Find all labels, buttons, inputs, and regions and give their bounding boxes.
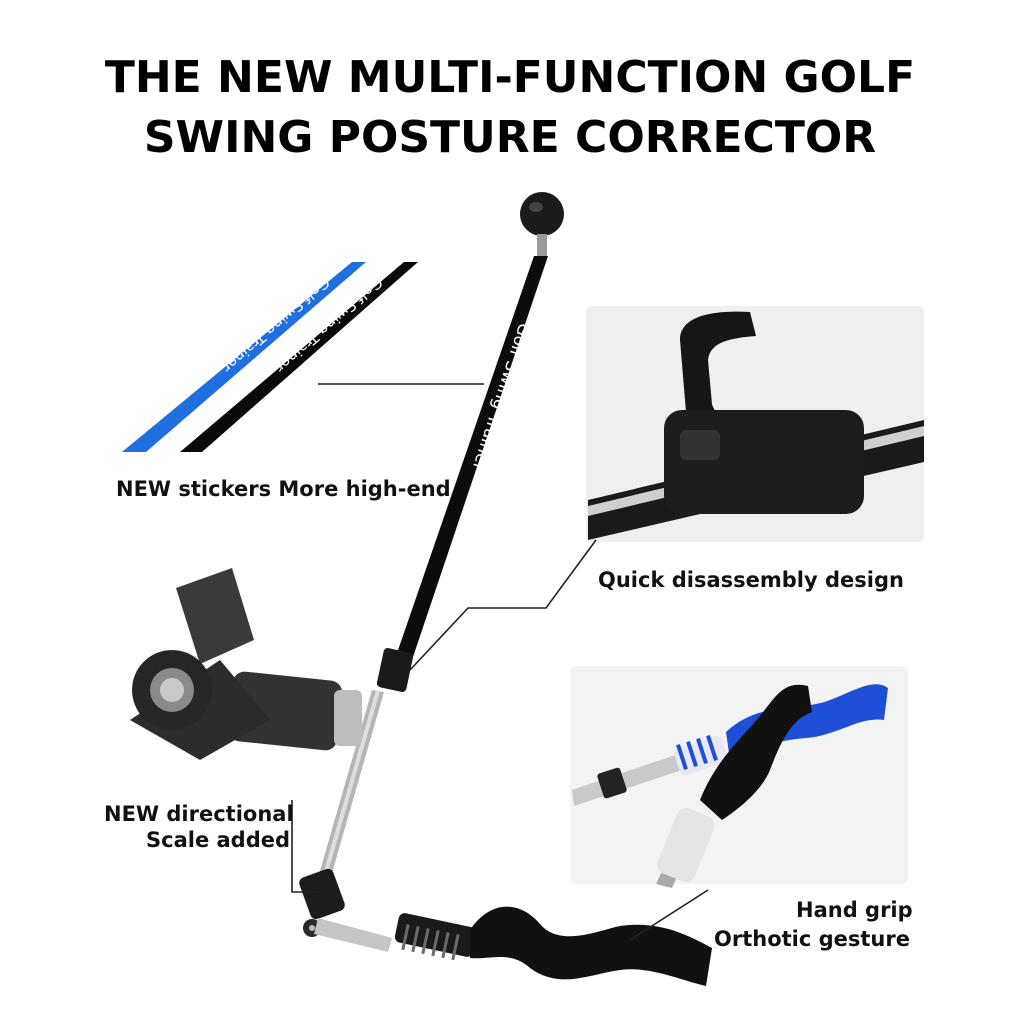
caption-grip-line1: Hand grip <box>796 898 913 922</box>
caption-grip-line2: Orthotic gesture <box>714 927 910 951</box>
joint-detail-photo <box>130 568 362 760</box>
grip-detail <box>572 684 888 888</box>
grip-leader-line <box>629 889 709 941</box>
callout-lines <box>291 383 709 941</box>
clip-detail <box>588 311 924 540</box>
quick-leader-line <box>409 539 597 671</box>
caption-scale-line1: NEW directional <box>104 802 294 826</box>
scale-leader-line <box>291 800 318 893</box>
caption-scale-line2: Scale added <box>146 828 291 852</box>
title-line-1: THE NEW MULTI-FUNCTION GOLF <box>104 52 916 103</box>
shaft-sticker-text: Golf Swing Trainer <box>468 320 535 473</box>
black-sticker-strip: Golf Swing Trainer <box>180 262 418 452</box>
caption-stickers: NEW stickers More high-end <box>116 477 451 501</box>
title-line-2: SWING POSTURE CORRECTOR <box>143 112 877 163</box>
blue-sticker-strip: Golf Swing Trainer <box>122 262 366 452</box>
caption-quick-disassembly: Quick disassembly design <box>598 568 904 592</box>
